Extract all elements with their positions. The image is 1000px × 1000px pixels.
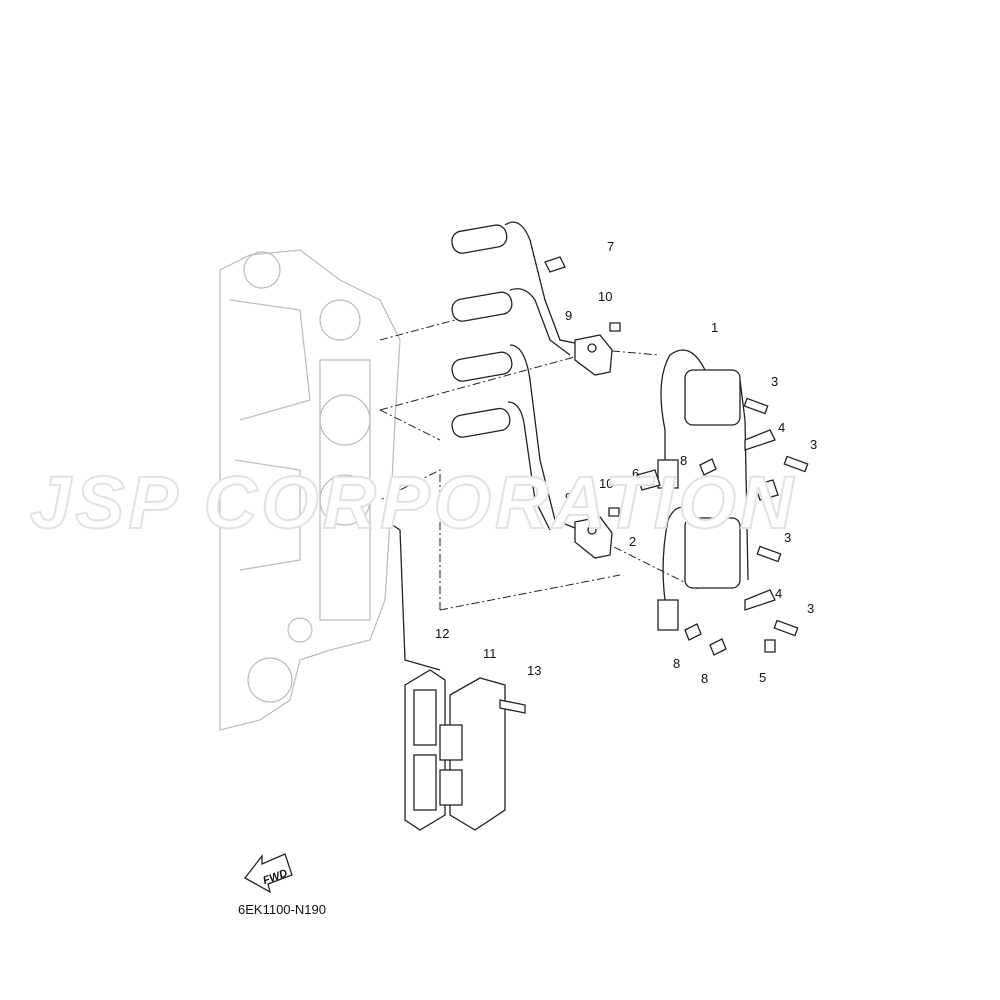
callout: 1 [711,320,718,335]
callout: 13 [527,663,541,678]
engine-block [219,249,401,731]
callout: 4 [775,586,782,601]
small-parts [544,256,809,656]
callout: 9 [565,308,572,323]
callout: 4 [778,420,785,435]
callout: 9 [565,490,572,505]
callout: 10 [599,476,613,491]
plug-cap-4 [451,401,551,531]
callout: 5 [759,670,766,685]
ignition-coil-1 [657,349,749,581]
callout: 3 [784,530,791,545]
control-unit [404,669,526,831]
spark-plug-caps [451,221,586,531]
fwd-arrow-icon: FWD [244,853,293,894]
plug-cap-3 [451,344,581,531]
callout: 3 [771,374,778,389]
callout: 8 [673,656,680,671]
callout: 10 [598,289,612,304]
plug-cap-1 [451,221,586,346]
callout: 8 [701,671,708,686]
diagram-code: 6EK1100-N190 [238,902,326,917]
ignition-coil-2 [657,506,741,631]
callout: 11 [483,646,497,661]
callout: 6 [632,466,639,481]
callout-labels: 7 10 9 1 3 4 3 8 6 10 9 7 2 3 4 3 12 11 … [435,239,817,686]
callout: 7 [607,239,614,254]
callout: 12 [435,626,449,641]
callout: 8 [680,453,687,468]
callout: 3 [810,437,817,452]
watermark: JSP CORPORATION [30,461,797,544]
plug-cap-2 [451,288,571,356]
callout: 7 [769,515,776,530]
callout: 3 [807,601,814,616]
callout: 2 [629,534,636,549]
brackets [574,322,621,559]
